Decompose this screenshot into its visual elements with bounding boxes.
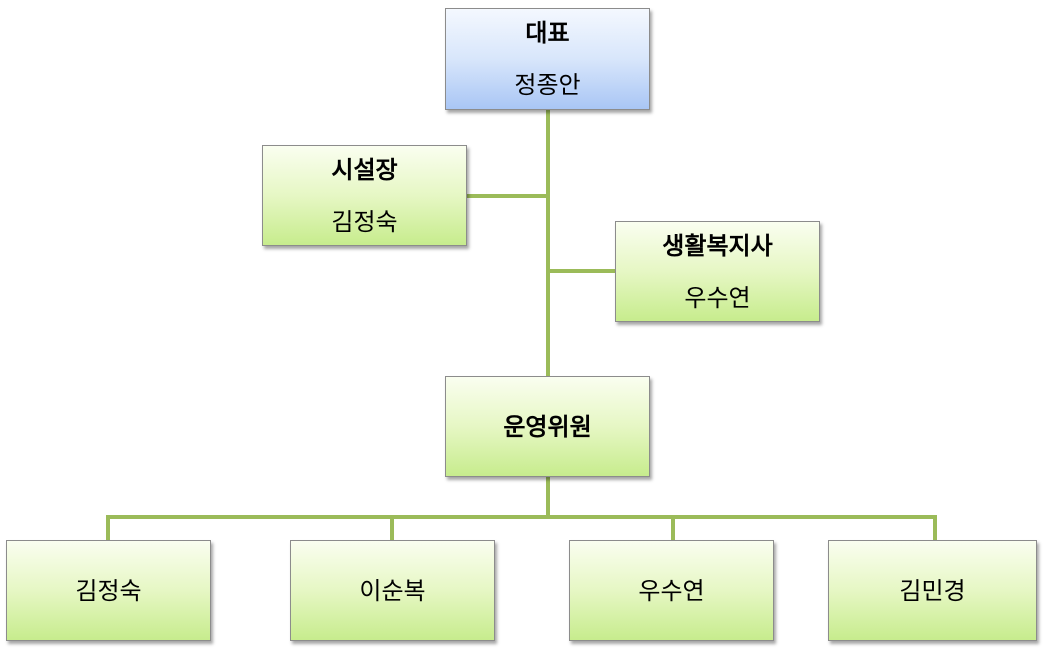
member-box: 우수연 [569,540,774,641]
ceo-name: 정종안 [514,71,581,99]
facility-head-name: 김정숙 [331,207,398,236]
committee-title: 운영위원 [503,412,592,441]
facility-head-title: 시설장 [331,155,398,184]
member-name: 김민경 [899,576,966,605]
social-worker-name: 우수연 [684,283,751,312]
member-name: 이순복 [359,576,426,605]
facility-head-box: 시설장 김정숙 [262,145,467,246]
member-name: 우수연 [638,576,705,605]
member-box: 김정숙 [6,540,211,641]
social-worker-box: 생활복지사 우수연 [615,221,820,322]
committee-box: 운영위원 [445,376,650,477]
member-box: 김민경 [828,540,1037,641]
member-box: 이순복 [290,540,495,641]
member-name: 김정숙 [75,576,142,605]
ceo-title: 대표 [525,19,570,47]
social-worker-title: 생활복지사 [662,231,773,260]
ceo-box: 대표 정종안 [445,8,650,110]
